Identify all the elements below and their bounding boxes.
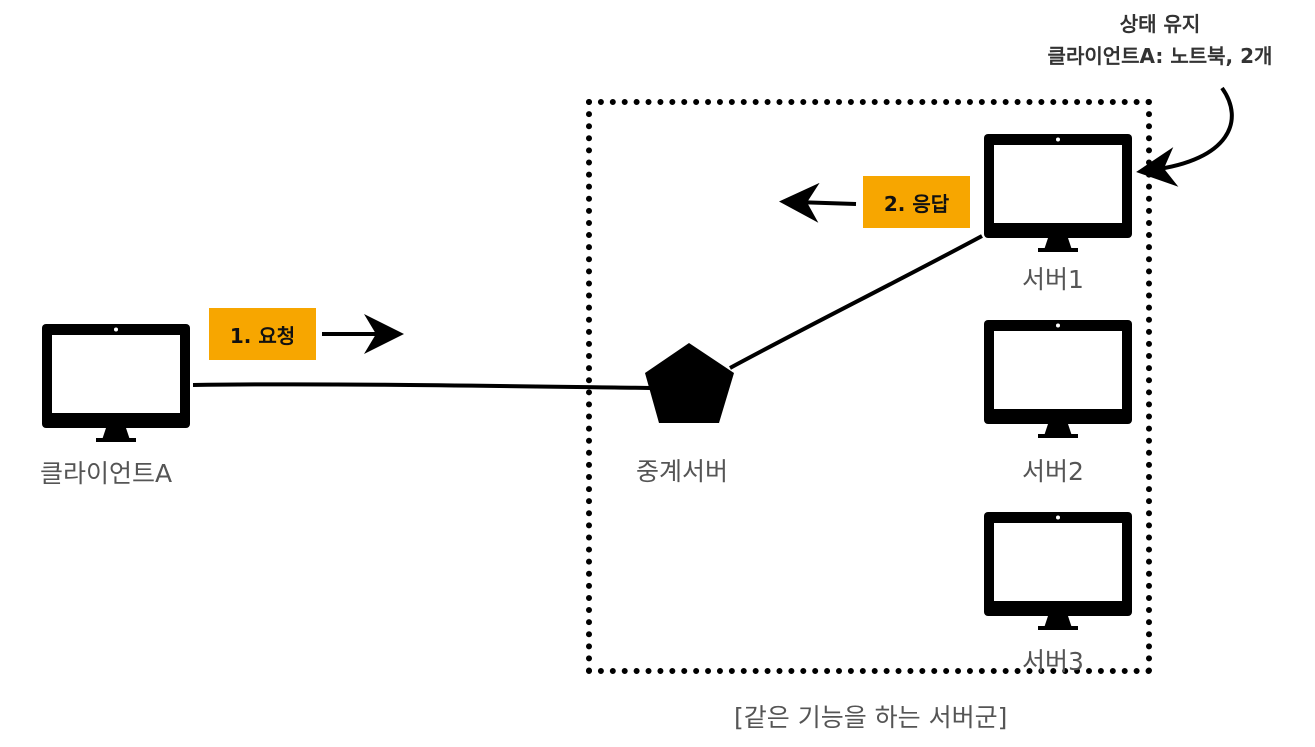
relay-label: 중계서버 <box>636 457 729 486</box>
client-monitor-icon <box>40 322 192 442</box>
server3-label: 서버3 <box>1022 647 1084 676</box>
server2-monitor-icon <box>982 318 1134 438</box>
server1-label: 서버1 <box>1022 265 1084 294</box>
state-note-detail: 클라이언트A: 노트북, 2개 <box>1047 44 1273 68</box>
server1-monitor-icon <box>982 132 1134 252</box>
request-step-badge: 1. 요청 <box>209 308 316 360</box>
state-note-title: 상태 유지 <box>1119 12 1201 36</box>
client-label: 클라이언트A <box>40 459 173 488</box>
response-arrow <box>779 182 857 223</box>
relay-server-icon <box>645 343 734 423</box>
state-arrow <box>1136 86 1234 187</box>
response-step-badge: 2. 응답 <box>863 176 970 228</box>
server3-monitor-icon <box>982 510 1134 630</box>
group-caption: [같은 기능을 하는 서버군] <box>734 703 1008 732</box>
client-relay-line <box>192 382 651 390</box>
server2-label: 서버2 <box>1022 457 1084 486</box>
state-note: 상태 유지 클라이언트A: 노트북, 2개 <box>1010 8 1310 72</box>
server-group-box <box>586 99 1152 674</box>
relay-server1-line <box>729 234 983 370</box>
